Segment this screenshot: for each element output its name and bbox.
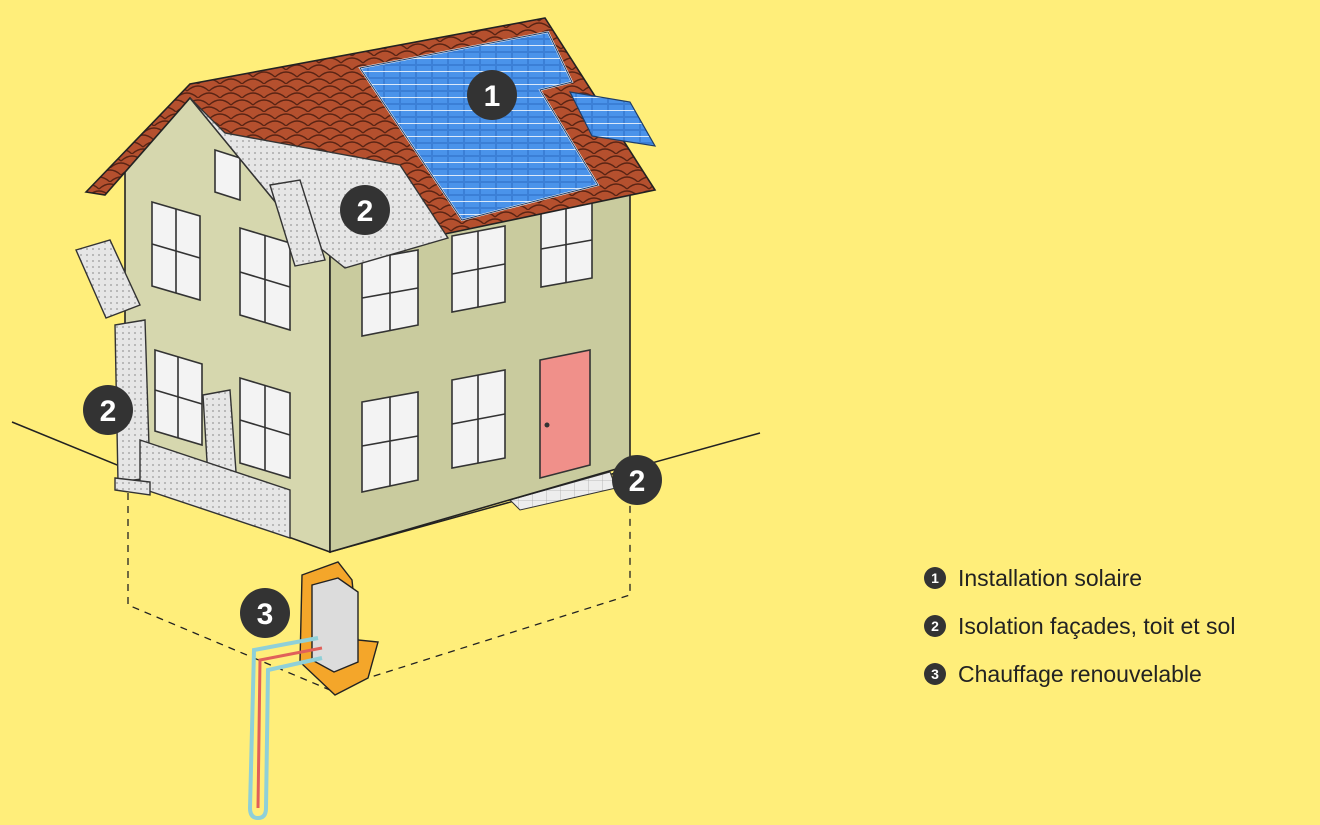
svg-text:3: 3	[257, 598, 274, 631]
legend-label: Isolation façades, toit et sol	[958, 612, 1236, 639]
marker-solar: 1	[467, 70, 517, 120]
solar-panel-main-outline	[359, 31, 599, 221]
door-knob	[544, 422, 550, 428]
marker-insulation-wall: 2	[83, 385, 133, 435]
marker-heating: 3	[240, 588, 290, 638]
legend-item-heating: 3 Chauffage renouvelable	[924, 658, 1235, 690]
legend: 1 Installation solaire 2 Isolation façad…	[924, 562, 1235, 690]
roof-insulation-board	[269, 179, 326, 267]
solar-panel-detached	[568, 91, 657, 147]
marker-insulation-floor: 2	[612, 455, 662, 505]
front-door	[539, 349, 591, 480]
legend-label: Installation solaire	[958, 564, 1143, 591]
svg-text:2: 2	[357, 195, 374, 228]
pipe-hot	[256, 646, 323, 809]
legend-label: Chauffage renouvelable	[958, 660, 1202, 687]
legend-number: 3	[924, 663, 946, 685]
marker-insulation-roof: 2	[340, 185, 390, 235]
legend-item-solar: 1 Installation solaire	[924, 562, 1235, 594]
legend-number: 1	[924, 567, 946, 589]
front-windows	[361, 202, 593, 493]
svg-text:2: 2	[100, 395, 117, 428]
svg-text:1: 1	[484, 80, 501, 113]
side-windows	[151, 148, 291, 480]
svg-text:2: 2	[629, 465, 646, 498]
legend-number: 2	[924, 615, 946, 637]
pipe-cold	[247, 636, 323, 821]
legend-item-insulation: 2 Isolation façades, toit et sol	[924, 610, 1235, 642]
